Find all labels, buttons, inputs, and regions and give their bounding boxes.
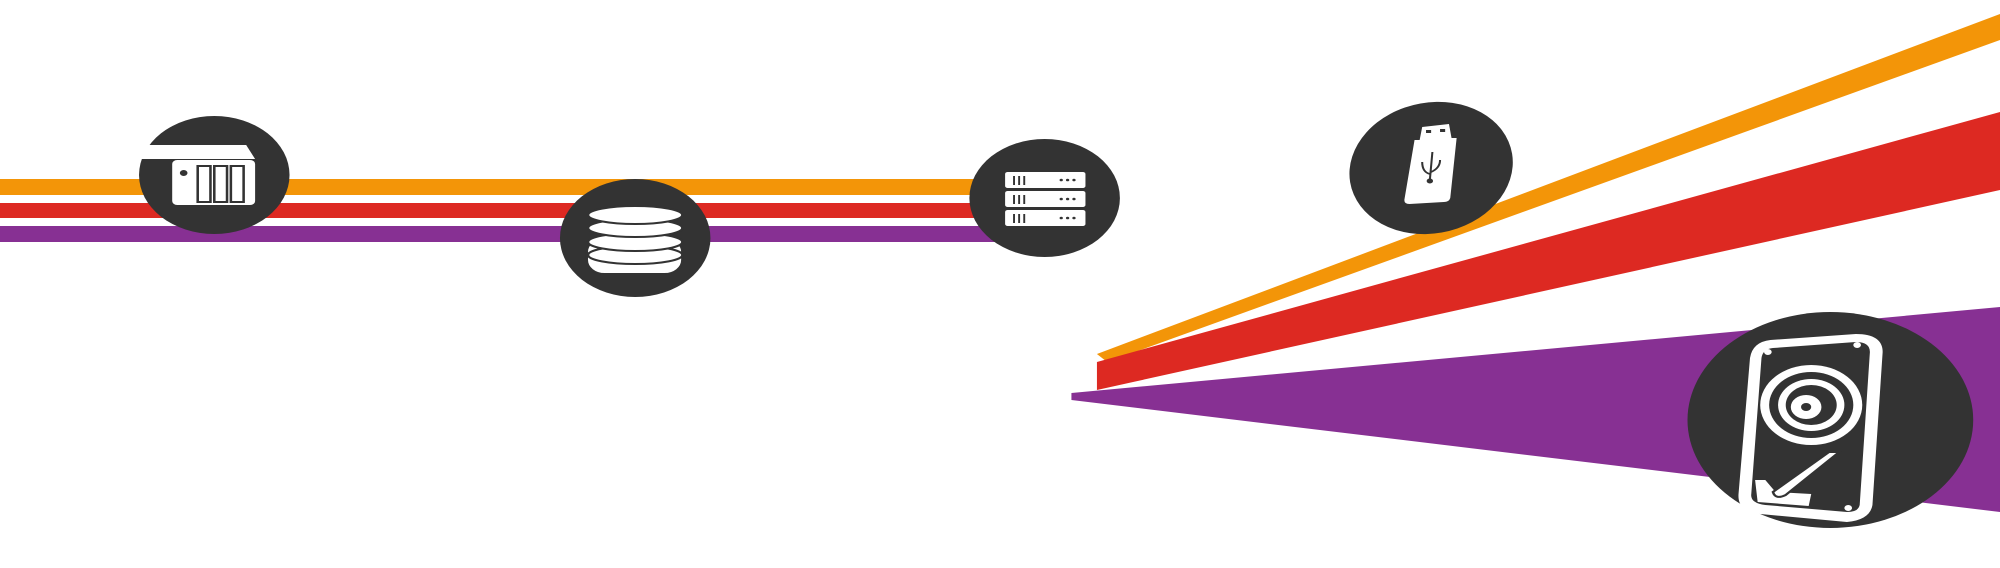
nas-icon <box>137 116 290 234</box>
hard-drive-icon <box>1687 312 1974 528</box>
usb-drive-icon <box>1349 101 1513 235</box>
red-beam <box>1096 112 2000 390</box>
server-rack-icon <box>969 139 1120 257</box>
purple-band <box>0 226 1059 242</box>
orange-beam <box>1096 14 2000 362</box>
database-icon <box>559 179 711 297</box>
